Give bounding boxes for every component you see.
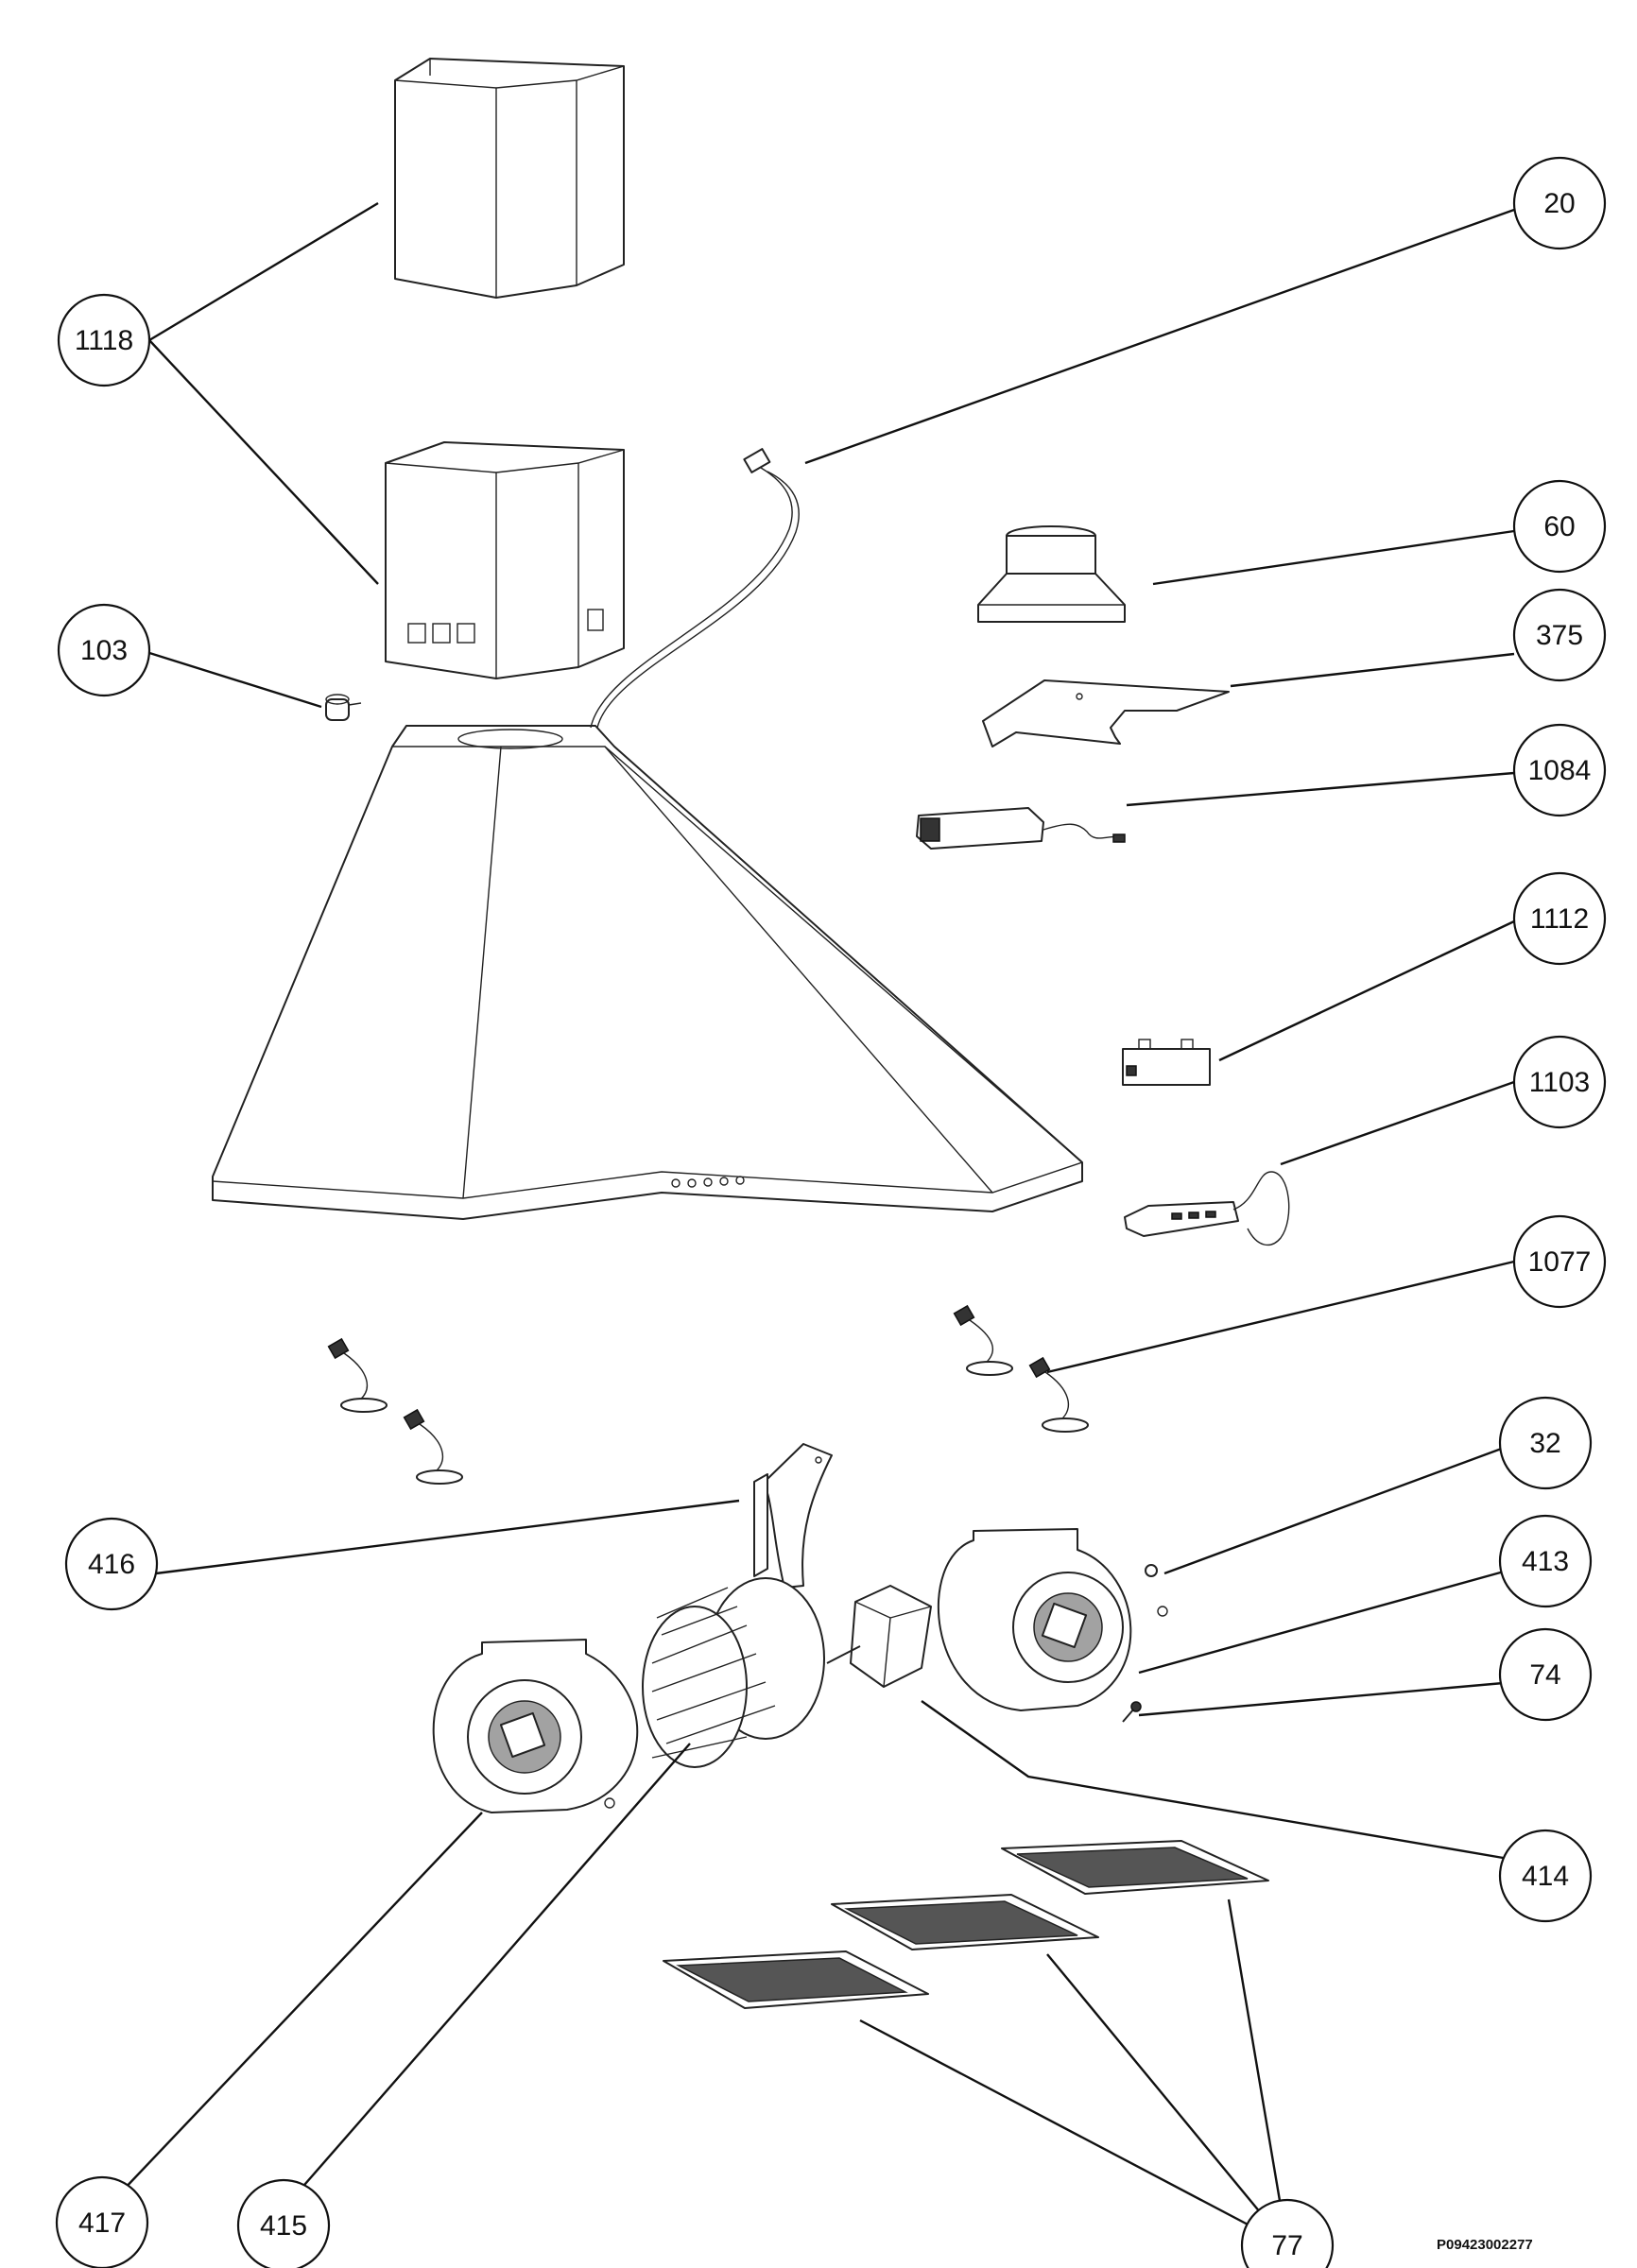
callout-77: 77 <box>1240 2198 1335 2268</box>
callout-label: 103 <box>80 635 128 666</box>
callout-60: 60 <box>1512 479 1607 574</box>
motor-bracket-416 <box>753 1443 833 1589</box>
callout-414: 414 <box>1498 1829 1593 1923</box>
blower-housing-right-413 <box>937 1528 1168 1711</box>
callout-1112: 1112 <box>1512 871 1607 966</box>
callout-label: 1103 <box>1529 1067 1591 1098</box>
leader-lines <box>120 201 1515 2247</box>
callout-417: 417 <box>55 2175 149 2268</box>
washer-32 <box>1145 1564 1158 1577</box>
callout-label: 74 <box>1529 1659 1560 1691</box>
duct-collar-60 <box>977 525 1126 623</box>
callout-label: 414 <box>1522 1861 1569 1892</box>
switch-block-1112 <box>1122 1039 1211 1086</box>
callout-label: 415 <box>260 2210 307 2242</box>
callout-label: 1077 <box>1528 1246 1592 1278</box>
callout-label: 1112 <box>1530 903 1589 935</box>
callout-label: 77 <box>1271 2230 1302 2261</box>
hood-canopy <box>212 725 1083 1220</box>
lamp-holders-left <box>327 1337 463 1485</box>
blower-housing-left-417 <box>432 1639 639 1813</box>
lamp-holders-right-1077 <box>953 1304 1089 1433</box>
upper-chimney-cover <box>394 58 625 299</box>
callout-103: 103 <box>57 603 151 697</box>
motor-414 <box>826 1585 932 1688</box>
callout-label: 417 <box>78 2208 126 2239</box>
callout-375: 375 <box>1512 588 1607 682</box>
callout-1103: 1103 <box>1512 1035 1607 1129</box>
callout-label: 416 <box>88 1549 135 1580</box>
callout-label: 32 <box>1529 1428 1560 1459</box>
callout-label: 20 <box>1543 188 1575 219</box>
callout-1077: 1077 <box>1512 1214 1607 1309</box>
callout-74: 74 <box>1498 1627 1593 1722</box>
callout-label: 60 <box>1543 511 1575 542</box>
control-panel-1103 <box>1124 1171 1290 1246</box>
screw-74 <box>1122 1701 1142 1723</box>
grease-filters-77 <box>663 1840 1269 2009</box>
callout-label: 1118 <box>75 325 133 356</box>
callout-label: 375 <box>1536 620 1583 651</box>
callout-415: 415 <box>236 2178 331 2268</box>
lower-chimney-cover <box>385 441 625 679</box>
bracket-375 <box>982 679 1230 747</box>
callout-32: 32 <box>1498 1396 1593 1490</box>
callout-label: 413 <box>1522 1546 1569 1577</box>
callout-1084: 1084 <box>1512 723 1607 817</box>
clip-part-103 <box>325 694 362 721</box>
driver-1084 <box>916 807 1126 850</box>
fan-wheel-415 <box>642 1577 825 1768</box>
document-code: P09423002277 <box>1437 2237 1533 2253</box>
callout-416: 416 <box>64 1517 159 1611</box>
callout-1118: 1118 <box>57 293 151 387</box>
callout-413: 413 <box>1498 1514 1593 1608</box>
callout-label: 1084 <box>1528 755 1592 786</box>
power-cord <box>590 448 800 729</box>
callout-20: 20 <box>1512 156 1607 250</box>
